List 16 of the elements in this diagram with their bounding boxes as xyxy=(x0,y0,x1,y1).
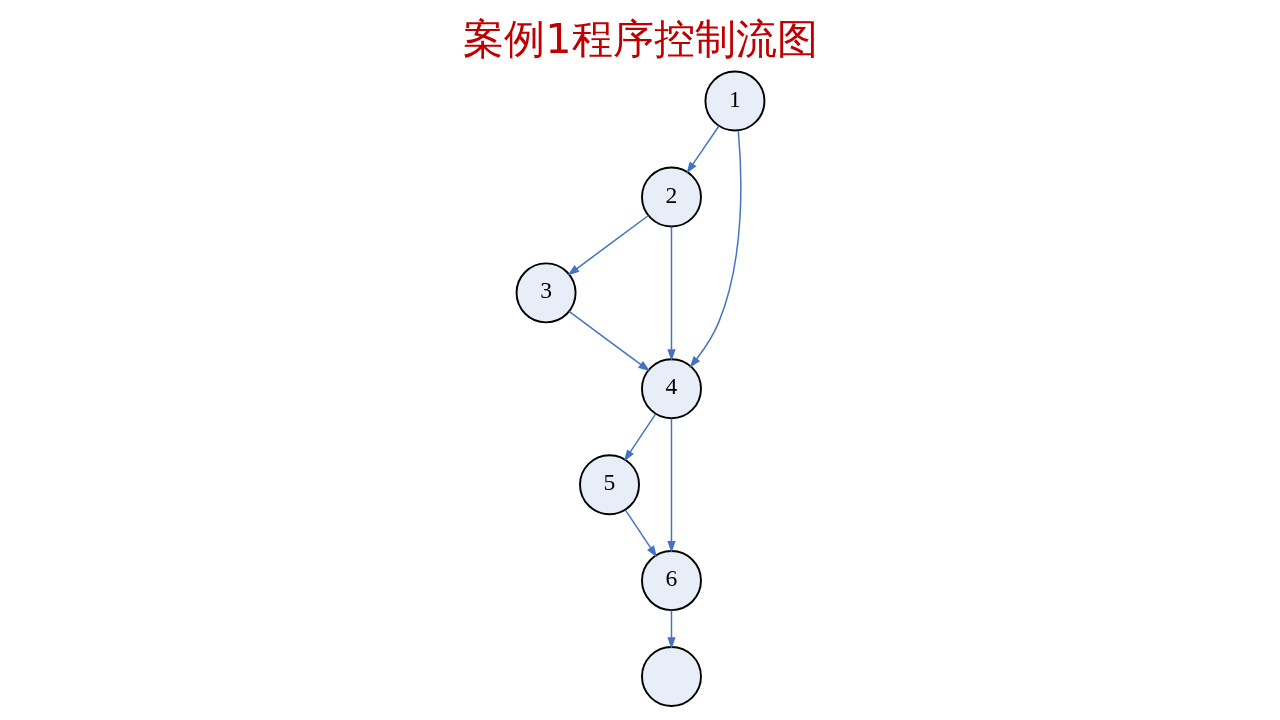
node-circle: 3 xyxy=(515,262,577,324)
arrow xyxy=(623,413,656,462)
node-circle: 6 xyxy=(640,550,702,612)
arrow xyxy=(666,417,676,553)
diagram-title: 案例1程序控制流图 xyxy=(462,14,818,63)
arrow xyxy=(624,509,657,558)
arrow xyxy=(666,225,676,362)
arrow xyxy=(685,125,720,174)
arrow xyxy=(689,130,742,368)
node-circle: 2 xyxy=(640,166,702,228)
arrow xyxy=(567,310,650,372)
arrow xyxy=(567,214,649,276)
arrow xyxy=(666,609,676,650)
node-circle: 5 xyxy=(578,454,640,516)
node-circle xyxy=(640,646,702,707)
node-circle: 1 xyxy=(703,70,765,132)
